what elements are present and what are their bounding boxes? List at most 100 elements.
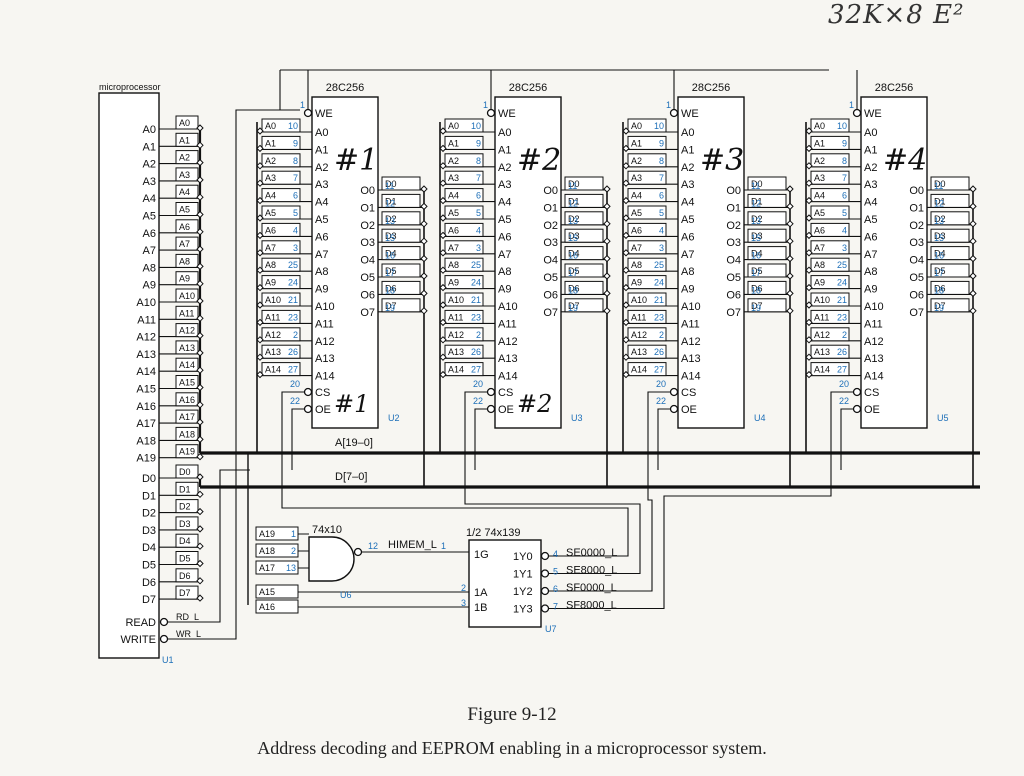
signal-label: A6	[179, 222, 190, 232]
chip-pin-o6: O6	[726, 289, 741, 301]
pin-number: 26	[471, 347, 481, 357]
signal-label-box	[175, 444, 199, 459]
signal-label: A13	[814, 347, 830, 357]
decoder-output-label: 1Y0	[513, 551, 533, 563]
chip-pin-a9: A9	[315, 284, 328, 296]
signal-label: A7	[179, 239, 190, 249]
signal-label-box	[444, 205, 484, 220]
pin-number: 12	[934, 198, 944, 208]
signal-label: A19	[259, 529, 275, 539]
signal-label-box	[381, 193, 421, 208]
pin-number: 22	[656, 396, 666, 406]
signal-label-box	[747, 211, 787, 226]
bus-tap-icon	[969, 254, 977, 263]
signal-label: A5	[448, 208, 459, 218]
signal-label-box	[381, 280, 421, 295]
signal-label-box	[175, 481, 199, 496]
bus-tap-icon	[786, 237, 794, 245]
pin-number: 25	[471, 260, 481, 270]
signal-label: D6	[385, 283, 397, 293]
pin-number: 13	[751, 216, 761, 226]
nand-part-label: 74x10	[312, 524, 342, 536]
memory-chip-u2	[311, 96, 379, 429]
signal-label: D6	[934, 283, 946, 293]
signal-label: A5	[631, 208, 642, 218]
signal-label-box	[627, 170, 667, 185]
pin-number: 9	[293, 138, 298, 148]
chip-pin-a11: A11	[864, 318, 883, 330]
signal-label-box	[444, 292, 484, 307]
pin-number: 2	[293, 330, 298, 340]
signal-label-box	[747, 228, 787, 243]
pin-number: 15	[568, 233, 578, 243]
parts-layer: microprocessorU1A0A0A1A1A2A2A3A3A4A4A5A5…	[98, 82, 977, 665]
bus-tap-icon	[420, 185, 428, 193]
signal-label: A13	[179, 343, 195, 353]
chip-pin-o2: O2	[726, 220, 741, 232]
signal-label: A8	[631, 260, 642, 270]
signal-label-box	[444, 362, 484, 377]
pin-number: 16	[934, 251, 944, 261]
bus-tap-icon	[196, 383, 204, 392]
decoder-block	[468, 539, 542, 628]
signal-label-box	[175, 568, 199, 583]
chip-pin-a1: A1	[681, 144, 694, 156]
chip-pin-o2: O2	[909, 220, 924, 232]
chip-pin-a7: A7	[864, 249, 877, 261]
chip-pin-a5: A5	[864, 214, 877, 226]
chip-part-label: 28C256	[509, 82, 548, 94]
mp-pin-a13: A13	[136, 349, 156, 361]
signal-label-box	[627, 118, 667, 133]
pin-number: 6	[842, 191, 847, 201]
pin-number: 13	[934, 216, 944, 226]
bus-tap-icon	[603, 289, 611, 298]
signal-label-box	[261, 222, 301, 237]
mp-pin-d3: D3	[142, 525, 156, 537]
signal-label: A0	[814, 121, 825, 131]
signal-label-box	[930, 228, 970, 243]
signal-label: A10	[448, 295, 464, 305]
signal-label-box	[255, 560, 299, 575]
bus-tap-icon	[196, 349, 204, 357]
signal-label: A1	[448, 138, 459, 148]
mp-pin-d5: D5	[142, 560, 156, 572]
pin-number: 6	[659, 191, 664, 201]
signal-label-box	[810, 362, 850, 377]
mp-pin-d1: D1	[142, 490, 156, 502]
bus-tap-icon	[969, 185, 977, 193]
chip-pin-a3: A3	[498, 179, 511, 191]
signal-label-box	[930, 246, 970, 261]
bus-tap-icon	[196, 210, 204, 219]
chip-pin-o5: O5	[360, 272, 375, 284]
chip-pin-a7: A7	[315, 249, 328, 261]
signal-label-box	[175, 323, 199, 338]
decoder-output-label: 1Y1	[513, 569, 533, 581]
mp-pin-a0: A0	[143, 124, 156, 136]
pin-number: 25	[837, 260, 847, 270]
chip-pin-a6: A6	[315, 231, 328, 243]
mp-pin-a9: A9	[143, 280, 156, 292]
pin-number: 7	[659, 173, 664, 183]
signal-label-box	[175, 202, 199, 216]
pin-number: 10	[471, 121, 481, 131]
bus-tap-icon	[256, 196, 264, 205]
signal-label-box	[261, 362, 301, 377]
bus-tap-icon	[622, 214, 630, 222]
signal-label-box	[255, 584, 299, 599]
bus-tap-icon	[196, 401, 204, 409]
mp-pin-d4: D4	[142, 542, 156, 554]
chip-pin-a8: A8	[681, 266, 694, 278]
bus-tap-icon	[420, 220, 428, 228]
bus-tap-icon	[196, 452, 204, 461]
signal-label-box	[564, 228, 604, 243]
chip-pin-a10: A10	[315, 301, 335, 313]
we-pin-label: WE	[498, 108, 516, 120]
oe-pin-label: OE	[498, 404, 514, 416]
mp-pin-a5: A5	[143, 211, 156, 223]
signal-label-box	[444, 240, 484, 255]
chip-select-line	[549, 420, 832, 610]
cs-bubble	[303, 387, 313, 397]
bus-tap-icon	[805, 283, 813, 292]
pin-number: 1	[441, 541, 446, 551]
